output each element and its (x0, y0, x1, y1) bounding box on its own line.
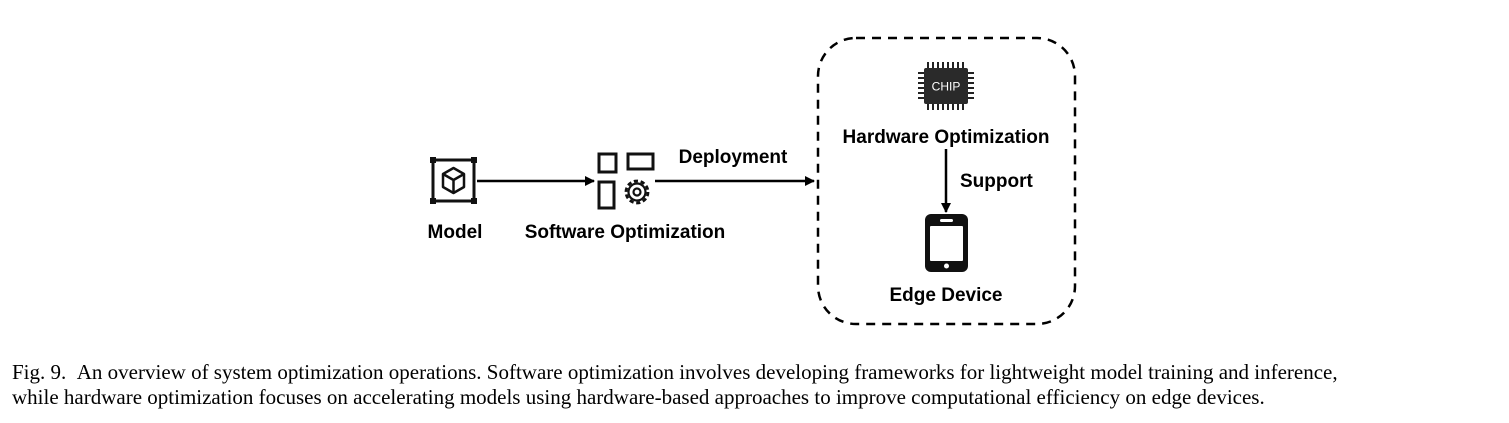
gear-icon (624, 179, 650, 205)
hardware-optimization-label: Hardware Optimization (843, 127, 1050, 148)
chip-icon: CHIP (918, 62, 974, 110)
system-optimization-diagram: CHIP Model Software Optimization Deploym… (428, 36, 1077, 326)
software-optimization-icon (597, 152, 655, 210)
caption-text-1: An overview of system optimization opera… (76, 360, 1338, 384)
figure-number: Fig. 9. (12, 360, 67, 384)
model-icon (430, 157, 477, 204)
smartphone-icon (925, 214, 968, 272)
edge-device-label: Edge Device (890, 285, 1003, 306)
figure-caption: Fig. 9. An overview of system optimizati… (12, 360, 1502, 410)
support-label: Support (960, 171, 1033, 192)
model-label: Model (428, 222, 483, 243)
edge-container (816, 36, 1077, 326)
deployment-label: Deployment (679, 147, 788, 168)
caption-text-2: while hardware optimization focuses on a… (12, 385, 1265, 409)
caption-line-1: Fig. 9. An overview of system optimizati… (12, 360, 1338, 384)
chip-text: CHIP (932, 80, 961, 94)
software-optimization-label: Software Optimization (525, 222, 726, 243)
